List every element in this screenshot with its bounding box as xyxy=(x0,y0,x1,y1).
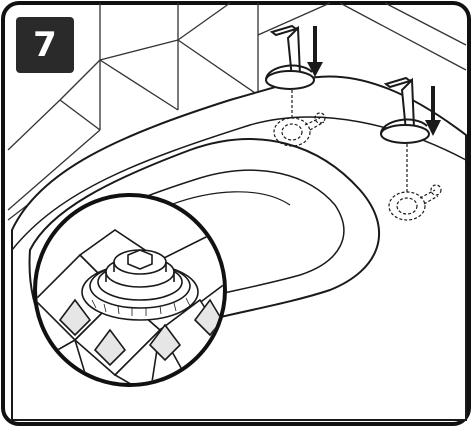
step-number: 7 xyxy=(33,25,57,65)
step-number-badge: 7 xyxy=(16,17,74,73)
